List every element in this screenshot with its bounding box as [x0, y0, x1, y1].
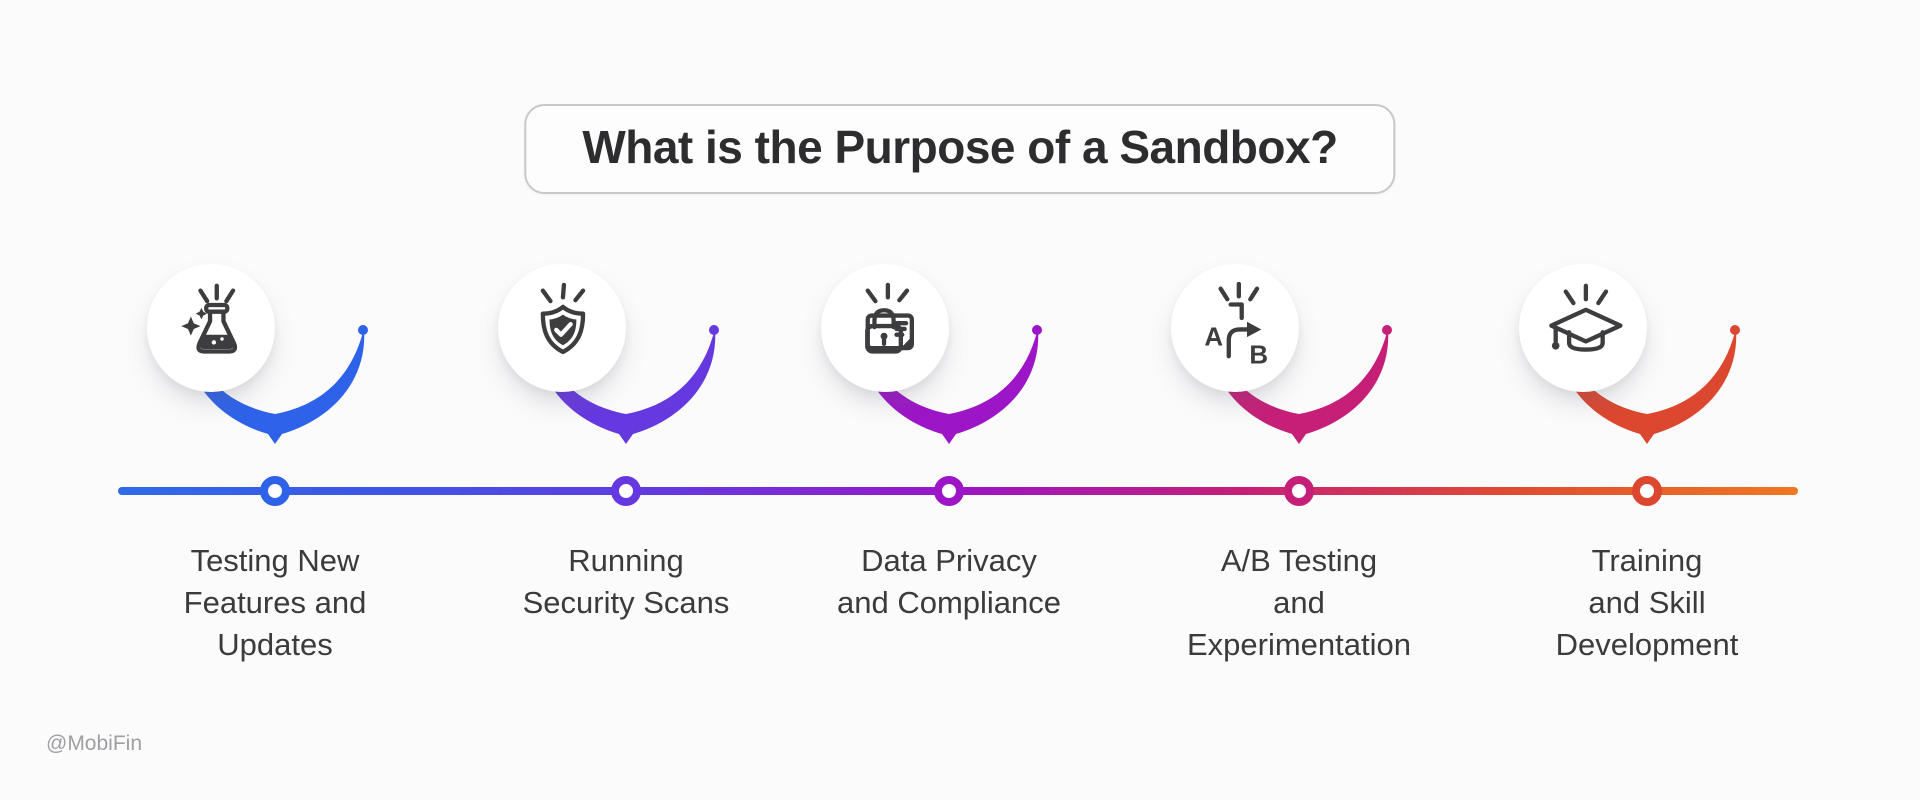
timeline-item-testing-new-features: Testing New Features and Updates [115, 264, 435, 684]
svg-text:B: B [1249, 341, 1268, 369]
icon-circle [147, 264, 275, 392]
timeline-item-data-privacy: Data Privacy and Compliance [789, 264, 1109, 684]
item-label: Running Security Scans [522, 543, 730, 620]
lock-document-icon [865, 282, 914, 354]
watermark: @MobiFin [46, 732, 143, 755]
flask-sparkle-icon [181, 283, 238, 354]
item-label: A/B Testing and Experimentation [1186, 543, 1411, 662]
icon-circle [1519, 264, 1647, 392]
title-box: What is the Purpose of a Sandbox? [524, 104, 1396, 194]
page-title: What is the Purpose of a Sandbox? [582, 121, 1338, 173]
shield-check-icon [540, 282, 586, 355]
timeline-node [934, 476, 964, 506]
timeline-node [1284, 476, 1314, 506]
icon-circle [821, 264, 949, 392]
timeline-node [1632, 476, 1662, 506]
timeline-node [611, 476, 641, 506]
icon-circle [498, 264, 626, 392]
item-label: Data Privacy and Compliance [836, 543, 1062, 620]
graduation-cap-icon [1549, 283, 1623, 352]
ab-split-arrow-icon: A B [1204, 282, 1268, 369]
icon-circle: A B [1171, 264, 1299, 392]
timeline-item-ab-testing: A B A/B Testing and Experimentation [1139, 264, 1459, 684]
timeline-item-training: Training and Skill Development [1487, 264, 1807, 684]
item-label: Training and Skill Development [1555, 543, 1739, 662]
item-label: Testing New Features and Updates [183, 543, 367, 662]
timeline-item-security-scans: Running Security Scans [466, 264, 786, 684]
svg-text:A: A [1204, 323, 1223, 351]
timeline-node [260, 476, 290, 506]
